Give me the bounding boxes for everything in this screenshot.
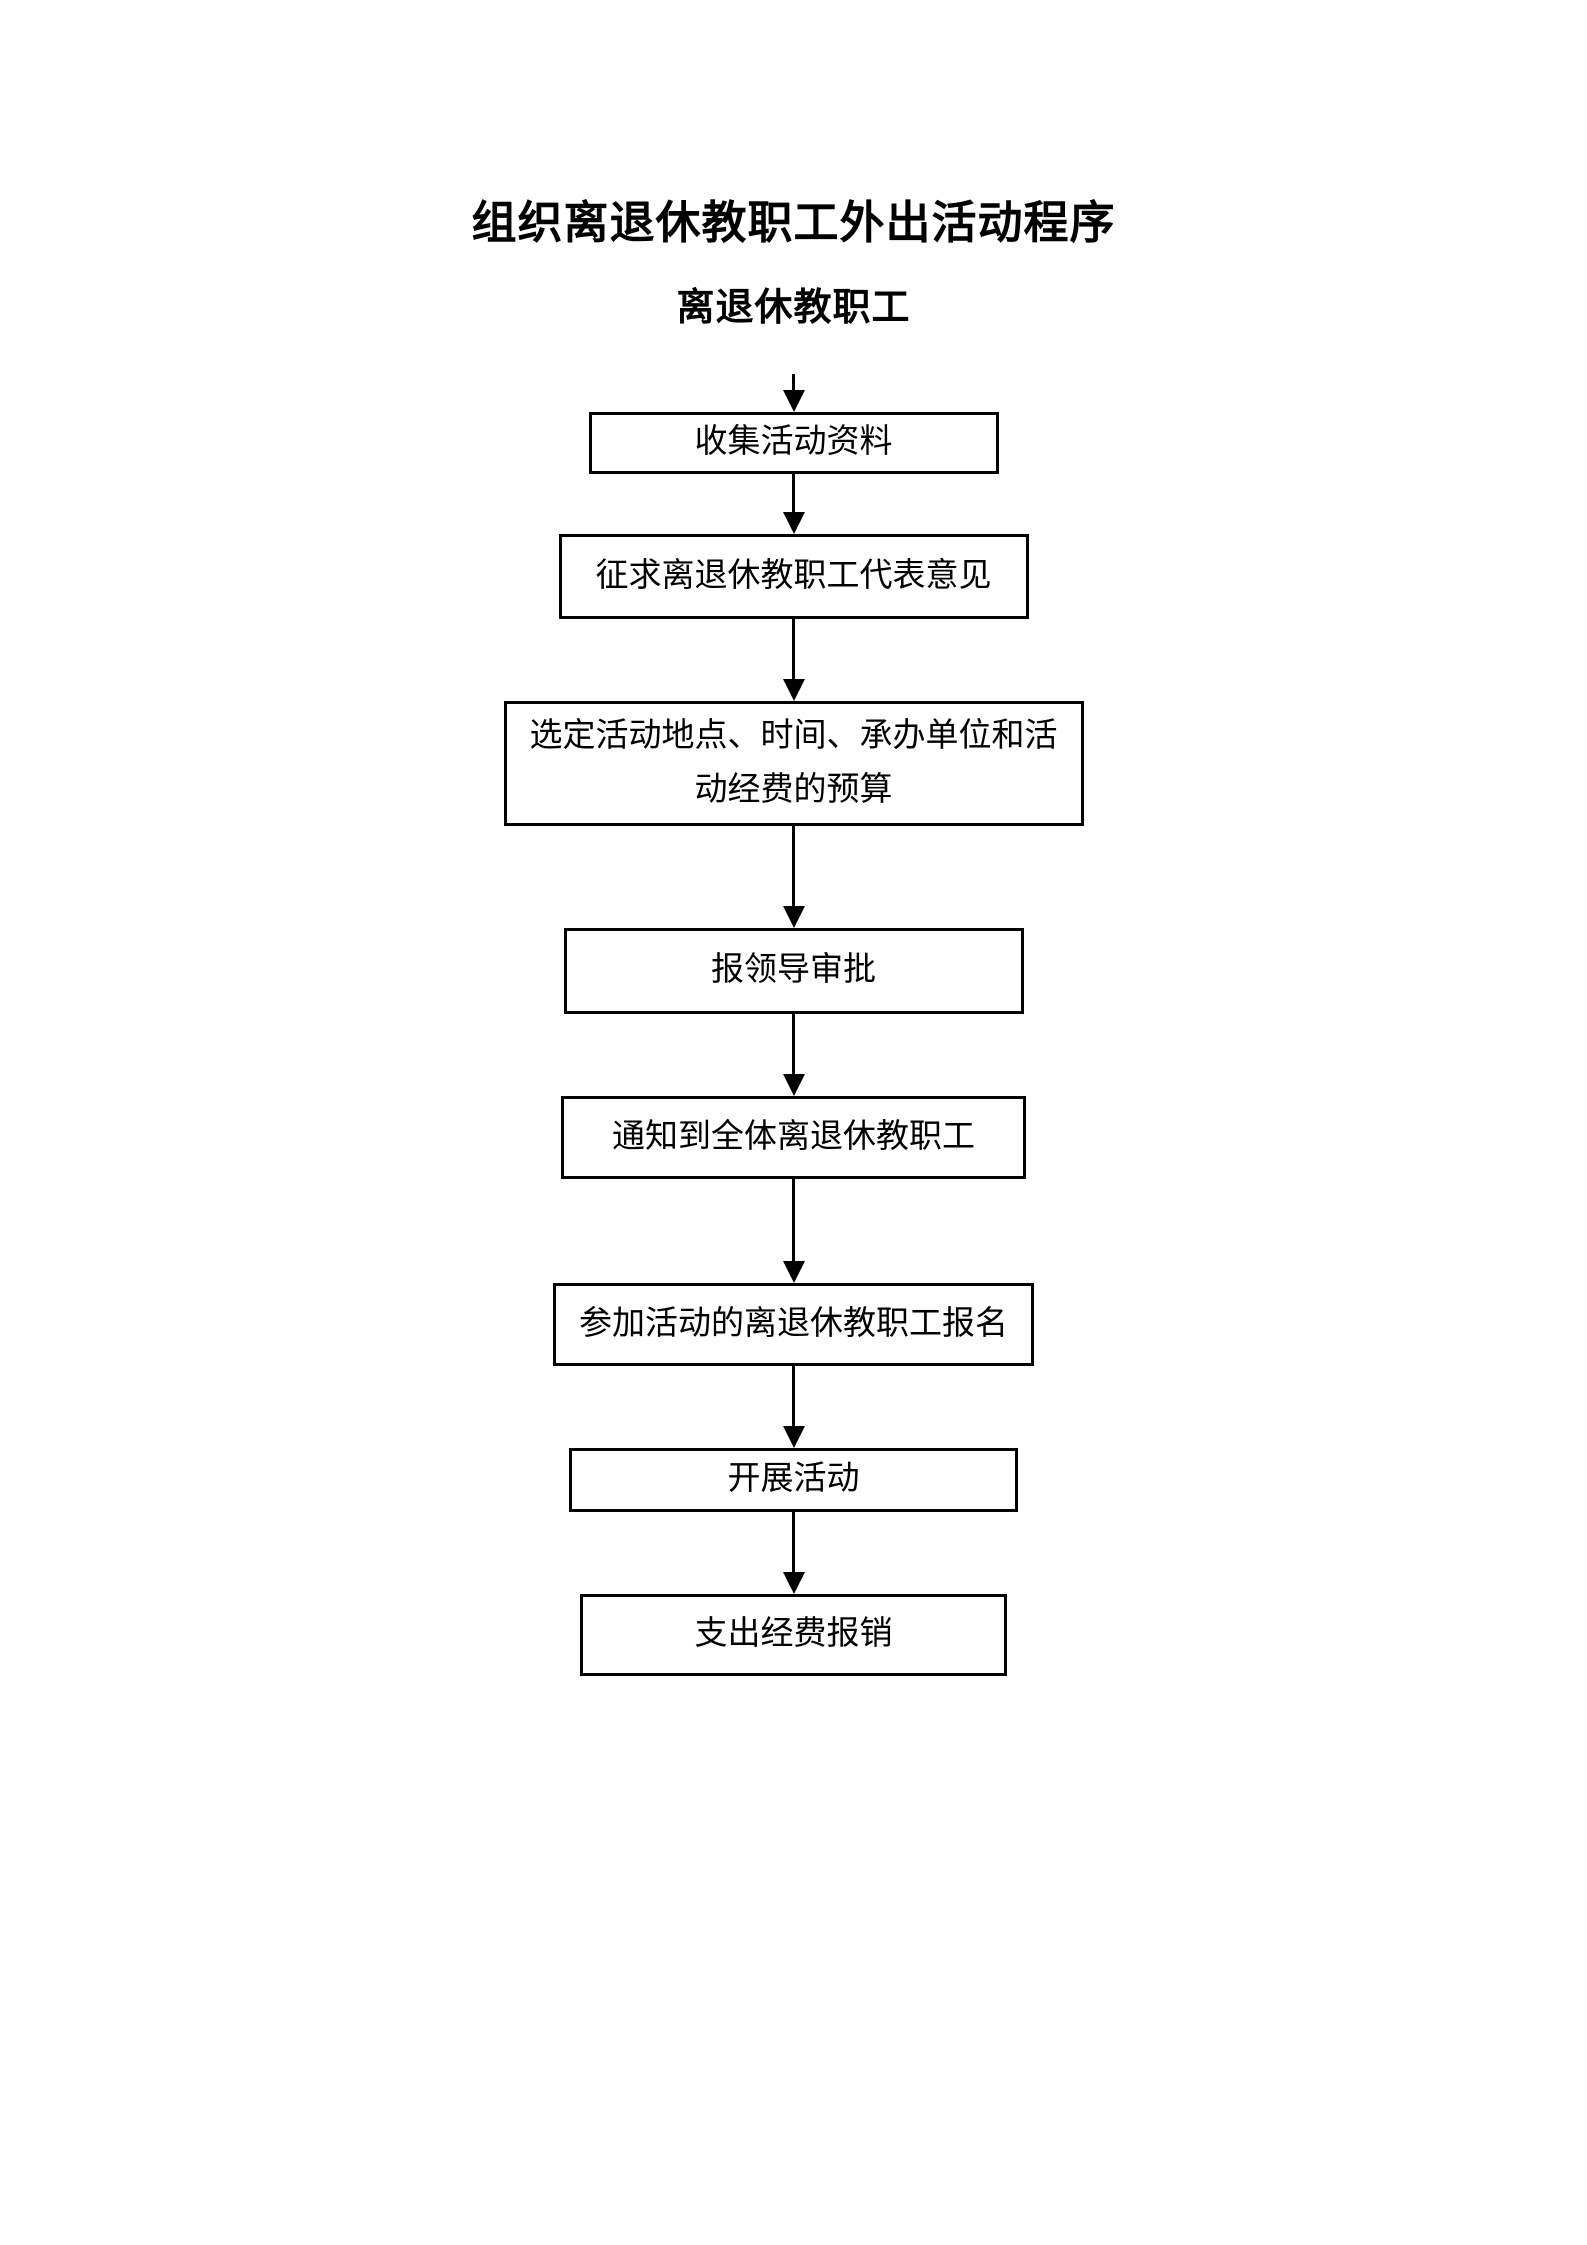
flow-start-label: 离退休教职工	[676, 287, 911, 329]
arrow-head-icon	[782, 389, 805, 412]
arrow-shaft	[792, 1365, 795, 1426]
flow-arrow	[782, 473, 806, 534]
flow-arrow	[782, 618, 806, 701]
flow-step-registration: 参加活动的离退休教职工报名	[553, 1282, 1034, 1366]
flow-step-select-plan-budget: 选定活动地点、时间、承办单位和活动经费的预算	[503, 700, 1084, 826]
flow-step-carry-out-activity: 开展活动	[569, 1447, 1018, 1512]
arrow-shaft	[792, 473, 795, 512]
flow-arrow	[782, 1365, 806, 1448]
arrow-head-icon	[782, 905, 805, 928]
arrow-head-icon	[782, 1073, 805, 1096]
flowchart: 收集活动资料 征求离退休教职工代表意见 选定活动地点、时间、承办单位和活动经费的…	[0, 332, 1587, 1676]
flow-arrow	[782, 373, 806, 412]
flow-arrow	[782, 1013, 806, 1096]
arrow-shaft	[792, 373, 795, 390]
flow-step-label: 选定活动地点、时间、承办单位和活动经费的预算	[529, 717, 1058, 809]
flow-step-label: 收集活动资料	[694, 424, 893, 461]
flow-step-leader-approval: 报领导审批	[563, 927, 1024, 1014]
flow-step-solicit-opinions: 征求离退休教职工代表意见	[558, 533, 1029, 619]
arrow-head-icon	[782, 1571, 805, 1594]
flow-arrow	[782, 1178, 806, 1283]
arrow-head-icon	[782, 1425, 805, 1448]
arrow-head-icon	[782, 1260, 805, 1283]
arrow-shaft	[792, 1013, 795, 1074]
flow-step-label: 参加活动的离退休教职工报名	[579, 1305, 1008, 1342]
page-title: 组织离退休教职工外出活动程序	[471, 198, 1116, 248]
flow-step-notify-all: 通知到全体离退休教职工	[561, 1095, 1026, 1179]
arrow-shaft	[792, 825, 795, 906]
flow-step-label: 支出经费报销	[694, 1616, 893, 1653]
arrow-shaft	[792, 618, 795, 679]
flow-step-label: 报领导审批	[711, 952, 876, 989]
arrow-shaft	[792, 1178, 795, 1261]
flow-arrow	[782, 1511, 806, 1594]
arrow-head-icon	[782, 511, 805, 534]
flow-step-label: 通知到全体离退休教职工	[612, 1118, 975, 1155]
flow-arrow	[782, 825, 806, 928]
flow-step-expense-reimbursement: 支出经费报销	[580, 1593, 1007, 1676]
arrow-head-icon	[782, 678, 805, 701]
flow-step-collect-materials: 收集活动资料	[588, 411, 999, 474]
flow-step-label: 征求离退休教职工代表意见	[595, 557, 992, 594]
arrow-shaft	[792, 1511, 795, 1572]
flow-step-label: 开展活动	[727, 1461, 860, 1498]
